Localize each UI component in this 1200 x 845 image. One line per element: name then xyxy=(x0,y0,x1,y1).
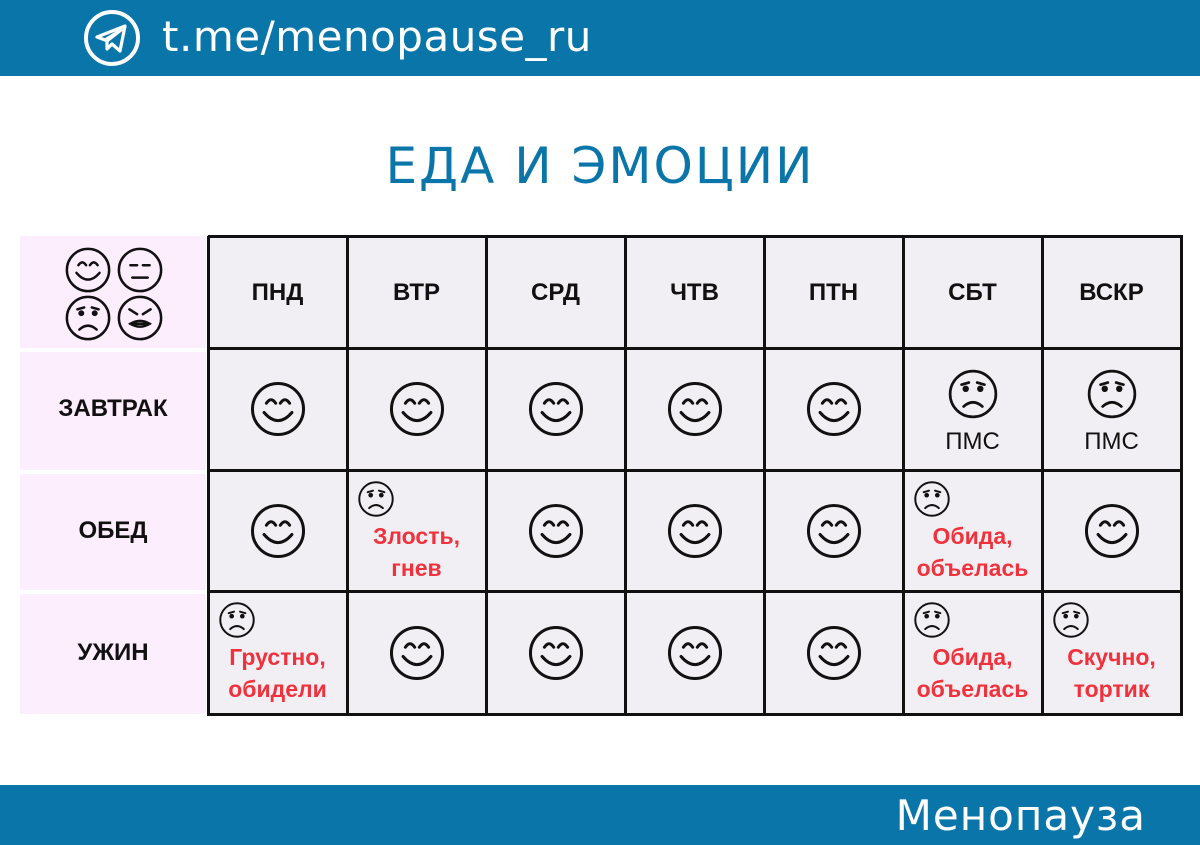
happy-face-icon xyxy=(1084,503,1139,558)
cell-label: ПМС xyxy=(1084,428,1139,455)
happy-face-icon xyxy=(528,381,583,437)
grid-line xyxy=(208,713,1183,716)
cell-note: Грустно, обидели xyxy=(228,644,327,702)
row-header-lunch xyxy=(20,474,206,590)
happy-face-icon xyxy=(528,625,583,680)
legend-cell xyxy=(20,236,206,348)
row-label: ОБЕД xyxy=(78,517,148,544)
cell-note: Злость, гнев xyxy=(372,523,461,581)
happy-face-icon xyxy=(667,503,722,558)
grid-line xyxy=(624,236,627,716)
grid-line xyxy=(1180,236,1183,716)
happy-face-icon xyxy=(389,625,444,680)
grid-line xyxy=(208,347,1183,350)
grid-line xyxy=(1041,236,1044,716)
column-header: ПТН xyxy=(808,279,859,306)
column-header: ПНД xyxy=(251,279,304,306)
sad-face-icon xyxy=(948,369,997,419)
column-header: СРД xyxy=(531,279,580,306)
grid-line xyxy=(208,590,1183,593)
sad-face-icon xyxy=(914,481,950,517)
happy-face-icon xyxy=(250,503,305,558)
sad-face-icon xyxy=(358,481,394,517)
grid-line xyxy=(208,235,1183,238)
sad-face-icon xyxy=(914,602,950,638)
row-header-dinner xyxy=(20,594,206,714)
sad-face-icon xyxy=(1053,602,1089,638)
happy-face-icon xyxy=(528,503,583,558)
sad-face-icon xyxy=(219,602,255,638)
legend-happy-face-icon xyxy=(65,247,111,293)
happy-face-icon xyxy=(667,381,722,437)
row-label: УЖИН xyxy=(77,639,149,666)
happy-face-icon xyxy=(667,625,722,680)
grid-line xyxy=(763,236,766,716)
column-header: СБТ xyxy=(948,279,997,306)
grid-line xyxy=(346,236,349,716)
top-banner xyxy=(0,0,1200,76)
happy-face-icon xyxy=(389,381,444,437)
happy-face-icon xyxy=(806,625,861,680)
legend-angry-face-icon xyxy=(117,295,163,341)
happy-face-icon xyxy=(250,381,305,437)
column-header: ВСКР xyxy=(1079,279,1144,306)
channel-link[interactable]: t.me/menopause_ru xyxy=(162,12,592,61)
grid-line xyxy=(485,236,488,716)
bottom-banner xyxy=(0,785,1200,845)
legend-neutral-face-icon xyxy=(117,247,163,293)
telegram-icon[interactable] xyxy=(83,9,141,67)
happy-face-icon xyxy=(806,381,861,437)
column-header: ЧТВ xyxy=(670,279,719,306)
happy-face-icon xyxy=(806,503,861,558)
row-label: ЗАВТРАК xyxy=(58,395,168,422)
sad-face-icon xyxy=(1087,369,1136,419)
grid-line xyxy=(902,236,905,716)
column-header: ВТР xyxy=(392,279,441,306)
row-header-breakfast xyxy=(20,352,206,470)
legend-sad-face-icon xyxy=(65,295,111,341)
emotion-grid xyxy=(208,236,1183,716)
page-title: ЕДА И ЭМОЦИИ xyxy=(385,137,815,195)
grid-line xyxy=(208,469,1183,472)
cell-note: Скучно, тортик xyxy=(1067,644,1156,702)
cell-note: Обида, объелась xyxy=(916,523,1029,581)
brand-name: Менопауза xyxy=(895,791,1146,840)
cell-label: ПМС xyxy=(945,428,1000,455)
cell-note: Обида, объелась xyxy=(916,644,1029,702)
grid-line xyxy=(207,236,210,716)
